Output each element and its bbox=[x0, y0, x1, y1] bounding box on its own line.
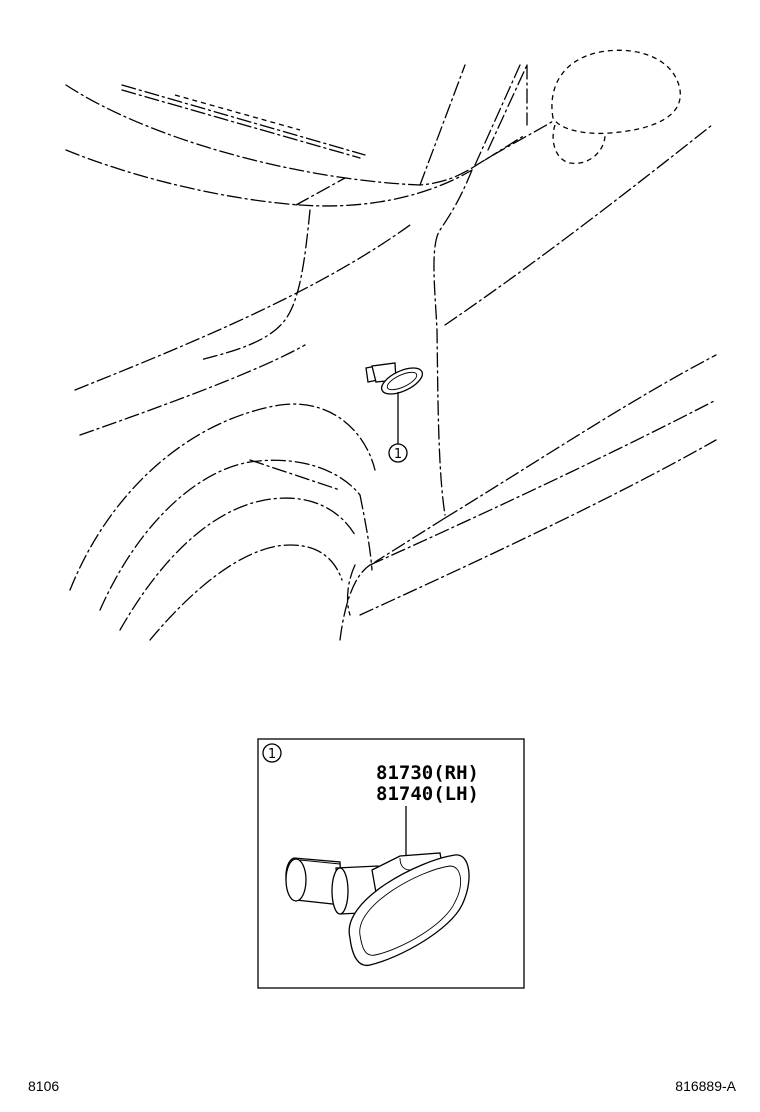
figure-code: 816889-A bbox=[675, 1078, 736, 1094]
part-number-rh: 81730(RH) bbox=[376, 762, 479, 784]
detail-box: 1 81730(RH) 81740(LH) bbox=[257, 738, 525, 989]
callout-number: 1 bbox=[394, 447, 402, 462]
side-marker-lamp-small bbox=[365, 362, 424, 395]
car-body-outline bbox=[65, 64, 717, 641]
callout-1: 1 bbox=[388, 392, 408, 463]
detail-callout-number: 1 bbox=[268, 747, 276, 762]
wiper-blade-outline bbox=[121, 84, 366, 159]
part-number-lh: 81740(LH) bbox=[376, 783, 479, 805]
side-marker-lamp-detail bbox=[285, 852, 470, 967]
page-code: 8106 bbox=[28, 1078, 60, 1094]
side-mirror-outline bbox=[551, 49, 681, 164]
